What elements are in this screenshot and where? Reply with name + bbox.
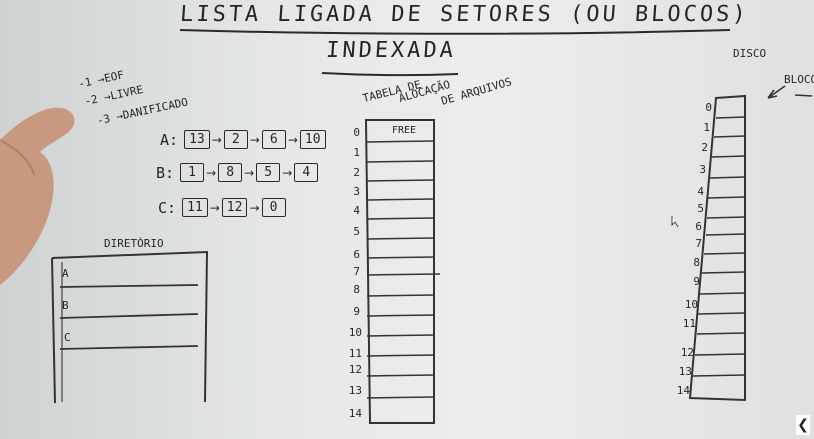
chain-block: 4 <box>294 163 319 182</box>
fat-index: 3 <box>353 185 360 198</box>
fat-index: 1 <box>353 146 360 159</box>
disk-index: 5 <box>697 202 704 215</box>
disk-title: DISCO <box>733 47 767 60</box>
disk-index: 13 <box>678 365 692 378</box>
fat-free-cell: FREE <box>392 125 417 136</box>
previous-arrow-button[interactable]: ❮ <box>796 415 810 435</box>
disk-index: 14 <box>676 384 690 397</box>
fat-index: 0 <box>353 126 360 139</box>
chain-b: B: 1→ 8→ 5→ 4 <box>156 163 319 182</box>
disk-index: 8 <box>693 256 700 269</box>
disk-index: 12 <box>680 346 694 359</box>
chain-block: 11 <box>182 198 208 217</box>
fat-index: 8 <box>353 283 360 296</box>
disk-index: 1 <box>703 121 710 134</box>
directory-row-b: B <box>62 299 69 312</box>
disk-index: 2 <box>701 141 708 154</box>
fat-index: 10 <box>348 326 362 339</box>
chain-b-label: B: <box>156 163 175 182</box>
fat-index: 2 <box>353 166 360 179</box>
fat-index: 7 <box>353 265 360 278</box>
disk-index: 10 <box>684 298 698 311</box>
disk-index: 0 <box>705 101 712 114</box>
fat-index: 4 <box>353 204 360 217</box>
fat-index: 13 <box>348 384 362 397</box>
directory-title: DIRETÓRIO <box>104 237 164 250</box>
board-title: LISTA LIGADA DE SETORES (OU BLOCOS) <box>179 2 750 27</box>
disk-index: 7 <box>695 237 702 250</box>
fat-index: 9 <box>353 305 360 318</box>
chain-block: 6 <box>261 130 286 149</box>
presenter-hand <box>0 107 75 285</box>
chain-block: 13 <box>184 130 210 149</box>
fat-index: 6 <box>353 248 360 261</box>
disk-index: 9 <box>693 275 700 288</box>
fat-index: 5 <box>353 225 360 238</box>
block-label: BLOCO <box>784 73 814 86</box>
fat-index: 11 <box>348 347 362 360</box>
fat-index: 14 <box>348 407 362 420</box>
chain-block: 5 <box>256 163 281 182</box>
chain-c-label: C: <box>158 198 177 217</box>
disk-index: 4 <box>697 185 704 198</box>
fat-index: 12 <box>348 363 362 376</box>
chain-block: 10 <box>299 130 326 149</box>
chain-block: 12 <box>221 198 248 217</box>
chain-block: 8 <box>218 163 243 182</box>
disk-index: 3 <box>699 163 706 176</box>
chain-a-label: A: <box>160 130 179 149</box>
chain-block: 0 <box>261 198 286 217</box>
chain-block: 2 <box>223 130 248 149</box>
directory-row-a: A <box>62 267 69 280</box>
board-subtitle: INDEXADA <box>325 38 457 63</box>
disk-index: 11 <box>682 317 696 330</box>
directory-row-c: C <box>64 331 71 344</box>
chain-block: 1 <box>180 163 205 182</box>
chain-a: A: 13→ 2→ 6→ 10 <box>160 130 326 149</box>
disk-index: 6 <box>695 220 702 233</box>
chain-c: C: 11→ 12→ 0 <box>158 198 286 217</box>
